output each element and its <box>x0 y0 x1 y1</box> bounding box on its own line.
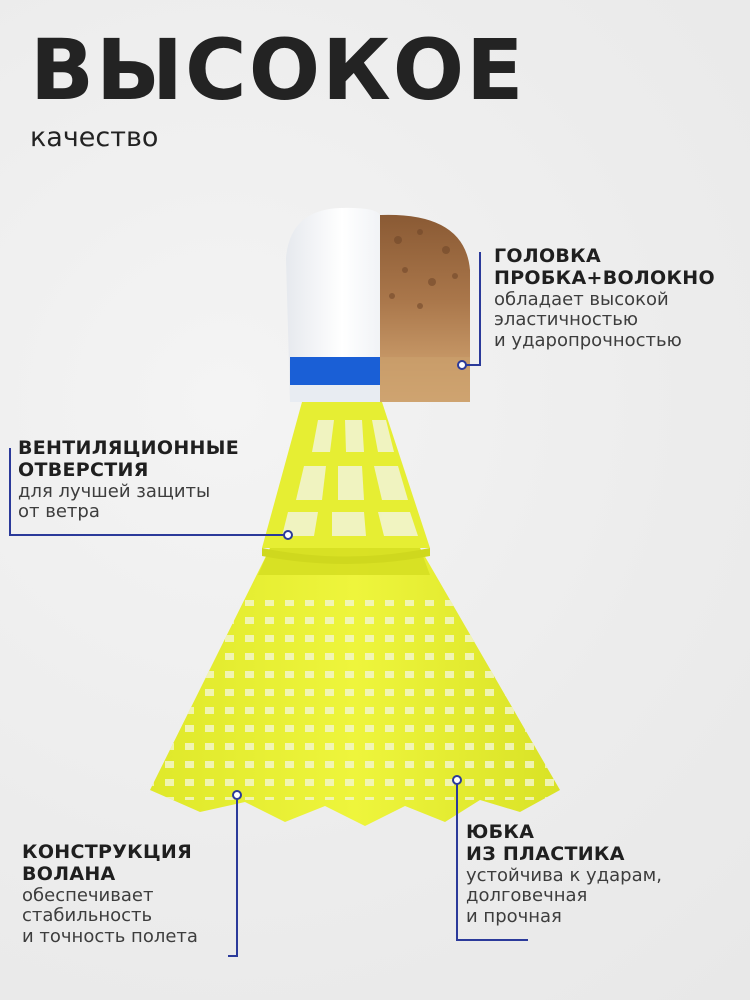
callout-head-heading: ГОЛОВКА ПРОБКА+ВОЛОКНО <box>494 245 715 290</box>
description-line: и точность полета <box>22 926 198 948</box>
description-line: эластичностью <box>494 309 639 331</box>
heading-line: ВЕНТИЛЯЦИОННЫЕ <box>18 437 239 459</box>
description-line: стабильность <box>22 905 153 927</box>
heading-line: ВОЛАНА <box>22 862 116 885</box>
callout-head-description: обладает высокой эластичностью и ударопр… <box>494 288 715 352</box>
description-line: обладает высокой <box>494 288 669 310</box>
connector-dots <box>232 360 467 800</box>
page-title: ВЫСОКОЕ <box>30 21 526 119</box>
callout-construction-description: обеспечивает стабильность и точность пол… <box>22 884 198 948</box>
description-line: устойчива к ударам, <box>466 864 662 886</box>
heading-line: КОНСТРУКЦИЯ <box>22 841 193 863</box>
construction-connector-dot <box>232 790 242 800</box>
head-connector-line <box>462 252 481 366</box>
description-line: долговечная <box>466 885 588 907</box>
heading-line: ЮБКА <box>466 821 535 843</box>
skirt-lower <box>150 548 560 826</box>
cork-head <box>286 207 470 402</box>
description-line: от ветра <box>18 501 100 523</box>
head-connector-dot <box>457 360 467 370</box>
callout-skirt: ЮБКА ИЗ ПЛАСТИКА устойчива к ударам, дол… <box>466 821 662 928</box>
skirt-connector-line <box>456 780 528 941</box>
callout-skirt-heading: ЮБКА ИЗ ПЛАСТИКА <box>466 821 662 866</box>
callout-vents-heading: ВЕНТИЛЯЦИОННЫЕ ОТВЕРСТИЯ <box>18 437 239 482</box>
skirt-upper-cage <box>262 402 430 564</box>
heading-line: ГОЛОВКА <box>494 245 602 267</box>
heading-line: ОТВЕРСТИЯ <box>18 458 149 481</box>
connector-lines <box>9 252 528 957</box>
callout-skirt-description: устойчива к ударам, долговечная и прочна… <box>466 864 662 928</box>
description-line: и прочная <box>466 906 562 928</box>
heading-line: ПРОБКА+ВОЛОКНО <box>494 266 715 289</box>
construction-connector-line <box>228 795 238 957</box>
page-subtitle: качество <box>30 122 159 153</box>
callout-vents: ВЕНТИЛЯЦИОННЫЕ ОТВЕРСТИЯ для лучшей защи… <box>18 437 239 523</box>
description-line: обеспечивает <box>22 884 154 906</box>
description-line: и ударопрочностью <box>494 330 682 352</box>
description-line: для лучшей защиты <box>18 480 211 502</box>
callout-head: ГОЛОВКА ПРОБКА+ВОЛОКНО обладает высокой … <box>494 245 715 352</box>
skirt-connector-dot <box>452 775 462 785</box>
heading-line: ИЗ ПЛАСТИКА <box>466 842 625 865</box>
callout-construction: КОНСТРУКЦИЯ ВОЛАНА обеспечивает стабильн… <box>22 841 198 948</box>
vents-connector-line <box>9 448 288 536</box>
callout-construction-heading: КОНСТРУКЦИЯ ВОЛАНА <box>22 841 198 886</box>
vents-connector-dot <box>283 530 293 540</box>
callout-vents-description: для лучшей защиты от ветра <box>18 480 239 523</box>
